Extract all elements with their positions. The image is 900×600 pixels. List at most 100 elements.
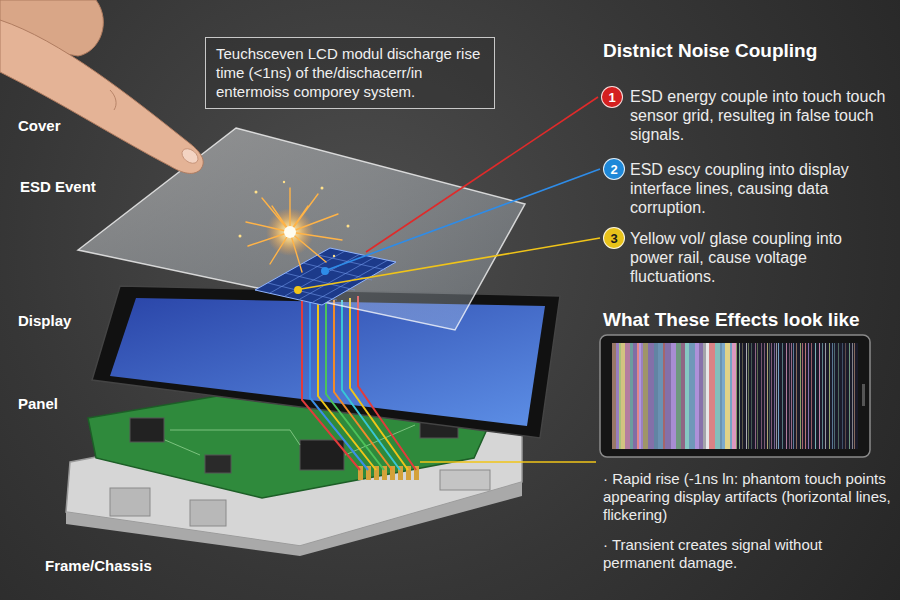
fingernail bbox=[179, 146, 201, 167]
screen-stripe bbox=[671, 343, 676, 449]
leader-line bbox=[301, 238, 600, 289]
screen-stripe bbox=[764, 343, 765, 449]
screen-stripe bbox=[822, 343, 823, 449]
screen-stripe bbox=[648, 343, 654, 449]
screen-stripe bbox=[616, 343, 619, 449]
bullet-text: · Rapid rise (-1ns ln: phantom touch poi… bbox=[603, 470, 893, 524]
illustration-part bbox=[333, 255, 335, 257]
screen-stripe bbox=[658, 343, 663, 449]
screen-stripe bbox=[722, 343, 725, 449]
callout-circle: 2 bbox=[603, 158, 625, 180]
coupling-dot bbox=[321, 267, 329, 275]
screen-stripe bbox=[685, 343, 689, 449]
spark-rays bbox=[246, 188, 342, 272]
illustration-part bbox=[268, 283, 337, 300]
screen-stripe bbox=[802, 343, 803, 449]
screen-stripe bbox=[815, 343, 816, 449]
chip bbox=[205, 455, 231, 473]
callout-circle: 3 bbox=[603, 227, 625, 249]
screen-stripe bbox=[796, 343, 797, 449]
illustration-part bbox=[285, 254, 360, 296]
chassis-side bbox=[66, 482, 522, 556]
screen-stripe bbox=[663, 343, 665, 449]
screen-stripe bbox=[782, 343, 783, 449]
illustration-part bbox=[290, 232, 326, 262]
screen-stripe bbox=[751, 343, 752, 449]
screen-stripe bbox=[625, 343, 630, 449]
screen-stripe bbox=[695, 343, 699, 449]
screen-stripe bbox=[720, 343, 722, 449]
illustration-part bbox=[290, 214, 338, 232]
screen-stripe bbox=[838, 343, 839, 449]
screen-stripe bbox=[742, 343, 743, 449]
illustration-part bbox=[289, 188, 290, 232]
part-label: ESD Event bbox=[20, 178, 140, 196]
screen-stripe bbox=[771, 343, 772, 449]
note-box: Teuchsceven LCD modul discharge rise tim… bbox=[205, 37, 495, 109]
screen-stripe bbox=[849, 343, 850, 449]
chassis-cutout bbox=[440, 470, 490, 490]
esd-spark bbox=[239, 181, 350, 272]
screen-stripe bbox=[736, 343, 737, 449]
screen-stripe bbox=[842, 343, 843, 449]
part-label: Display bbox=[18, 312, 88, 330]
illustration-part bbox=[270, 251, 345, 293]
spark-core bbox=[284, 226, 296, 238]
screen-stripe bbox=[778, 343, 779, 449]
illustration-part bbox=[347, 225, 350, 228]
part-label: Frame/Chassis bbox=[45, 557, 245, 575]
callout-number: 1 bbox=[608, 91, 615, 104]
screen-stripe bbox=[621, 343, 625, 449]
signal-wires bbox=[302, 296, 416, 470]
screen-stripes bbox=[612, 343, 855, 449]
screen-stripe bbox=[641, 343, 643, 449]
callout-text: ESD escy coupling into display interface… bbox=[630, 160, 888, 218]
screen-stripe bbox=[699, 343, 703, 449]
screen-stripe bbox=[757, 343, 758, 449]
pointing-hand bbox=[0, 0, 203, 173]
illustration-part bbox=[248, 232, 290, 246]
chip bbox=[300, 440, 344, 470]
screen-stripe bbox=[852, 343, 853, 449]
screen-stripe bbox=[834, 343, 835, 449]
part-label: Panel bbox=[18, 395, 84, 413]
chip bbox=[130, 418, 164, 442]
screen-stripe bbox=[639, 343, 641, 449]
screen-stripe bbox=[665, 343, 671, 449]
section-heading: What These Effects look like bbox=[603, 309, 895, 332]
screen-stripe bbox=[612, 343, 616, 449]
screen-stripe bbox=[715, 343, 720, 449]
screen-stripe bbox=[681, 343, 685, 449]
leader-line bbox=[327, 169, 600, 270]
screen-stripe bbox=[805, 343, 806, 449]
illustration-part bbox=[321, 187, 324, 190]
screen-stripe bbox=[732, 343, 736, 449]
screen-stripe bbox=[776, 343, 777, 449]
leader-line bbox=[420, 461, 596, 463]
illustration-part bbox=[318, 255, 386, 270]
screen-stripe bbox=[769, 343, 770, 449]
screen-stripe bbox=[748, 343, 749, 449]
illustration-part bbox=[170, 430, 300, 445]
screen-stripe bbox=[791, 343, 792, 449]
screen-stripe bbox=[819, 343, 820, 449]
cover-glass bbox=[78, 128, 525, 330]
screen-stripe bbox=[739, 343, 740, 449]
bullet-text: · Transient creates signal without perma… bbox=[603, 536, 893, 572]
screen-stripe bbox=[767, 343, 768, 449]
hand-finger bbox=[0, 20, 203, 173]
phone-button bbox=[862, 384, 865, 406]
screen-stripe bbox=[811, 343, 812, 449]
screen-stripe bbox=[854, 343, 855, 449]
screen-stripe bbox=[755, 343, 756, 449]
screen-stripe bbox=[845, 343, 846, 449]
screen-stripe bbox=[643, 343, 648, 449]
screen-stripe bbox=[654, 343, 658, 449]
callout-number: 2 bbox=[610, 163, 617, 176]
screen-stripe bbox=[832, 343, 833, 449]
screen-stripe bbox=[808, 343, 809, 449]
phone-body bbox=[600, 335, 870, 457]
illustration-part bbox=[239, 235, 242, 238]
screen-stripe bbox=[630, 343, 633, 449]
screen-stripe bbox=[800, 343, 801, 449]
